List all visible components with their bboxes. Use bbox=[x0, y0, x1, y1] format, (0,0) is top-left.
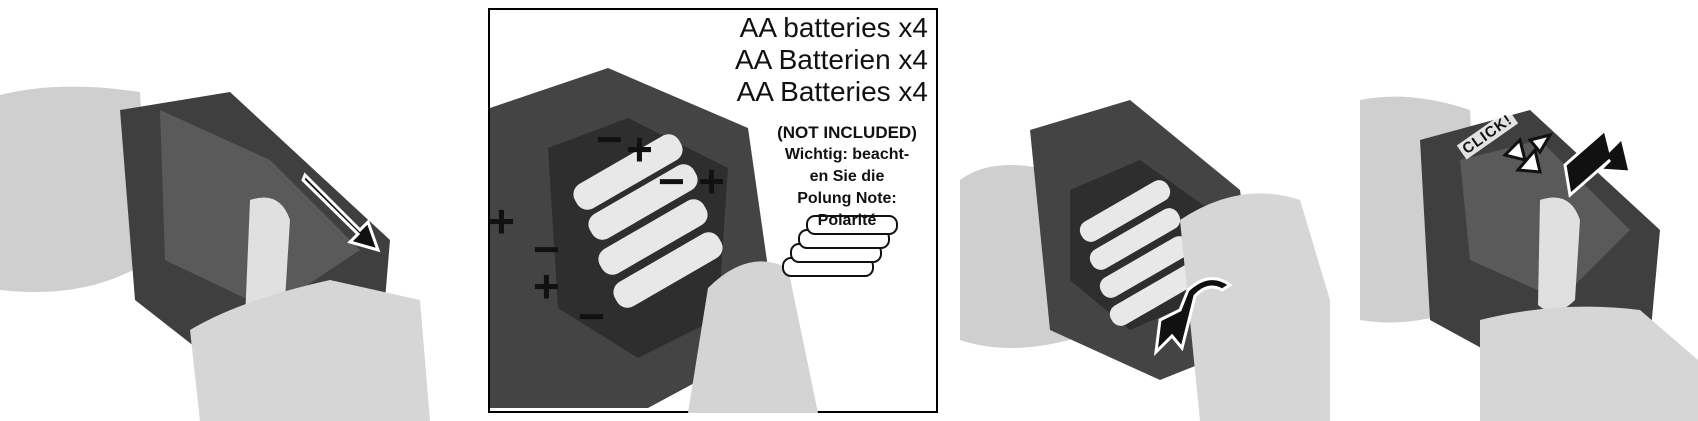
plus-sign: + bbox=[533, 260, 560, 312]
line-en-alt: AA Batteries x4 bbox=[736, 76, 928, 107]
minus-sign: − bbox=[533, 223, 560, 275]
battery bbox=[598, 199, 708, 275]
click-marks-icon bbox=[1502, 132, 1554, 174]
right-hand bbox=[1480, 306, 1698, 421]
polarity-note: (NOT INCLUDED) Wichtig: beacht- en Sie d… bbox=[764, 122, 930, 232]
step-3-illustration bbox=[960, 100, 1330, 421]
minus-sign: − bbox=[596, 113, 623, 165]
note-line: en Sie die bbox=[809, 168, 885, 185]
plus-sign: + bbox=[698, 155, 725, 207]
batteries bbox=[573, 134, 723, 308]
plus-sign: + bbox=[626, 123, 653, 175]
note-line: Polung Note: bbox=[797, 190, 897, 207]
right-hand bbox=[190, 280, 430, 421]
thumb bbox=[1538, 197, 1580, 312]
battery bbox=[613, 232, 723, 308]
not-included-label: (NOT INCLUDED) bbox=[777, 123, 917, 142]
battery bbox=[573, 134, 683, 210]
step-1-open-cover bbox=[0, 0, 430, 421]
battery-stack-icon bbox=[782, 215, 898, 277]
batteries bbox=[1079, 180, 1201, 326]
arrow-slide-down-icon bbox=[301, 172, 381, 253]
plus-sign: + bbox=[488, 195, 515, 247]
minus-sign: − bbox=[578, 290, 605, 342]
note-line: Wichtig: beacht- bbox=[784, 146, 910, 163]
step-1-illustration bbox=[0, 0, 430, 421]
right-hand bbox=[1180, 193, 1330, 421]
note-line: Polarité bbox=[817, 212, 877, 229]
step-4-close-cover: CLICK! bbox=[1360, 0, 1698, 421]
battery-quantity-text: AA batteries x4 AA Batterien x4 AA Batte… bbox=[735, 12, 928, 108]
arrow-curved-icon bbox=[1153, 277, 1233, 357]
step-4-illustration bbox=[1360, 96, 1698, 421]
battery bbox=[588, 164, 698, 240]
hand bbox=[688, 261, 818, 413]
thumb bbox=[245, 197, 290, 323]
minus-sign: − bbox=[658, 155, 685, 207]
left-hand bbox=[0, 86, 150, 293]
step-2-insert-batteries: AA batteries x4 AA Batterien x4 AA Batte… bbox=[488, 8, 938, 413]
arrow-slide-up-icon bbox=[1563, 127, 1632, 198]
line-en: AA batteries x4 bbox=[739, 12, 928, 43]
line-de: AA Batterien x4 bbox=[734, 44, 928, 75]
step-2-illustration bbox=[490, 68, 898, 413]
step-3-batteries-installed bbox=[960, 0, 1330, 421]
